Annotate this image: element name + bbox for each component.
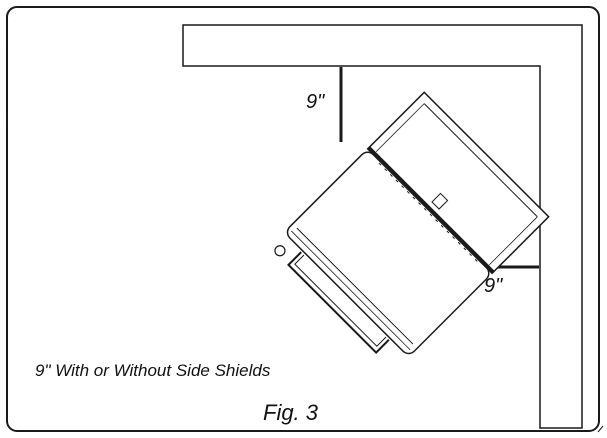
appliance-top <box>366 91 550 275</box>
handle-knob-icon <box>274 245 286 257</box>
figure-title: Fig. 3 <box>263 400 319 425</box>
diagram-caption: 9" With or Without Side Shields <box>35 361 271 380</box>
appliance-handle <box>287 251 390 354</box>
front-panel-line <box>296 227 414 345</box>
corner-tick <box>597 425 604 433</box>
appliance-handle-inner <box>294 254 387 347</box>
top-side-edge-right <box>488 216 538 266</box>
top-back-edge <box>423 103 538 218</box>
lower-panel-line <box>290 230 411 351</box>
top-clearance-label: 9" <box>306 91 325 113</box>
top-side-edge-left <box>375 103 425 153</box>
control-strip <box>367 146 495 274</box>
diagram-frame <box>6 6 600 432</box>
appliance <box>274 91 550 355</box>
right-clearance-label: 9" <box>484 275 503 297</box>
corner-wall <box>182 24 583 429</box>
control-knob <box>431 192 449 210</box>
